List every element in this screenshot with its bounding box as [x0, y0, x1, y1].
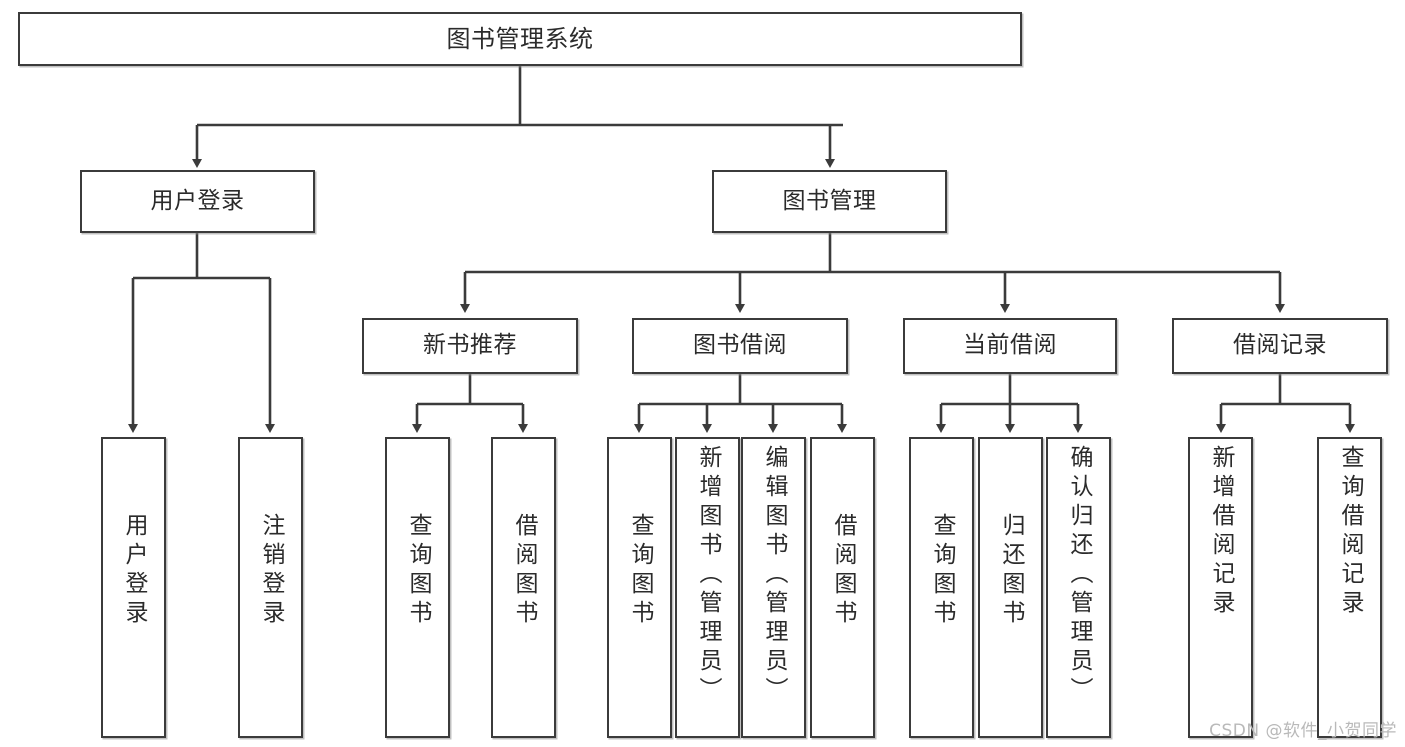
node-book-borrow[interactable]: 图书借阅	[632, 318, 848, 374]
node-root-label: 图书管理系统	[446, 24, 594, 53]
node-leaf-query-book-1-label: 查询图书	[405, 513, 431, 629]
node-leaf-borrow-book-2-label: 借阅图书	[830, 513, 856, 629]
node-leaf-edit-book-label: 编辑图书（管理员）	[761, 445, 787, 706]
node-leaf-logout-login[interactable]: 注销登录	[238, 437, 303, 738]
node-leaf-borrow-book-1[interactable]: 借阅图书	[491, 437, 556, 738]
node-leaf-confirm-return[interactable]: 确认归还（管理员）	[1046, 437, 1111, 738]
node-leaf-query-record[interactable]: 查询借阅记录	[1317, 437, 1382, 738]
node-book-manage-label: 图书管理	[782, 187, 877, 214]
node-book-manage[interactable]: 图书管理	[712, 170, 947, 233]
node-leaf-logout-login-label: 注销登录	[258, 513, 284, 629]
node-leaf-return-book-label: 归还图书	[998, 513, 1024, 629]
node-borrow-record[interactable]: 借阅记录	[1172, 318, 1388, 374]
node-leaf-borrow-book-2[interactable]: 借阅图书	[810, 437, 875, 738]
node-leaf-edit-book[interactable]: 编辑图书（管理员）	[741, 437, 806, 738]
node-leaf-query-book-2-label: 查询图书	[627, 513, 653, 629]
node-leaf-add-book[interactable]: 新增图书（管理员）	[675, 437, 740, 738]
node-leaf-add-book-label: 新增图书（管理员）	[695, 445, 721, 706]
node-new-book-rec-label: 新书推荐	[423, 332, 517, 359]
node-borrow-record-label: 借阅记录	[1233, 332, 1327, 359]
node-user-login-label: 用户登录	[150, 187, 245, 214]
node-leaf-query-record-label: 查询借阅记录	[1337, 445, 1363, 619]
node-current-borrow[interactable]: 当前借阅	[903, 318, 1117, 374]
node-leaf-add-record-label: 新增借阅记录	[1208, 445, 1234, 619]
node-leaf-user-login[interactable]: 用户登录	[101, 437, 166, 738]
node-current-borrow-label: 当前借阅	[963, 332, 1057, 359]
node-book-borrow-label: 图书借阅	[693, 332, 787, 359]
csdn-watermark: CSDN @软件_小贺同学	[1209, 721, 1397, 741]
node-leaf-query-book-2[interactable]: 查询图书	[607, 437, 672, 738]
node-user-login[interactable]: 用户登录	[80, 170, 315, 233]
node-leaf-confirm-return-label: 确认归还（管理员）	[1066, 445, 1092, 706]
node-root[interactable]: 图书管理系统	[18, 12, 1022, 66]
node-leaf-query-book-3[interactable]: 查询图书	[909, 437, 974, 738]
node-leaf-add-record[interactable]: 新增借阅记录	[1188, 437, 1253, 738]
node-leaf-query-book-3-label: 查询图书	[929, 513, 955, 629]
node-leaf-user-login-label: 用户登录	[121, 513, 147, 629]
node-leaf-return-book[interactable]: 归还图书	[978, 437, 1043, 738]
node-leaf-borrow-book-1-label: 借阅图书	[511, 513, 537, 629]
node-leaf-query-book-1[interactable]: 查询图书	[385, 437, 450, 738]
node-new-book-rec[interactable]: 新书推荐	[362, 318, 578, 374]
